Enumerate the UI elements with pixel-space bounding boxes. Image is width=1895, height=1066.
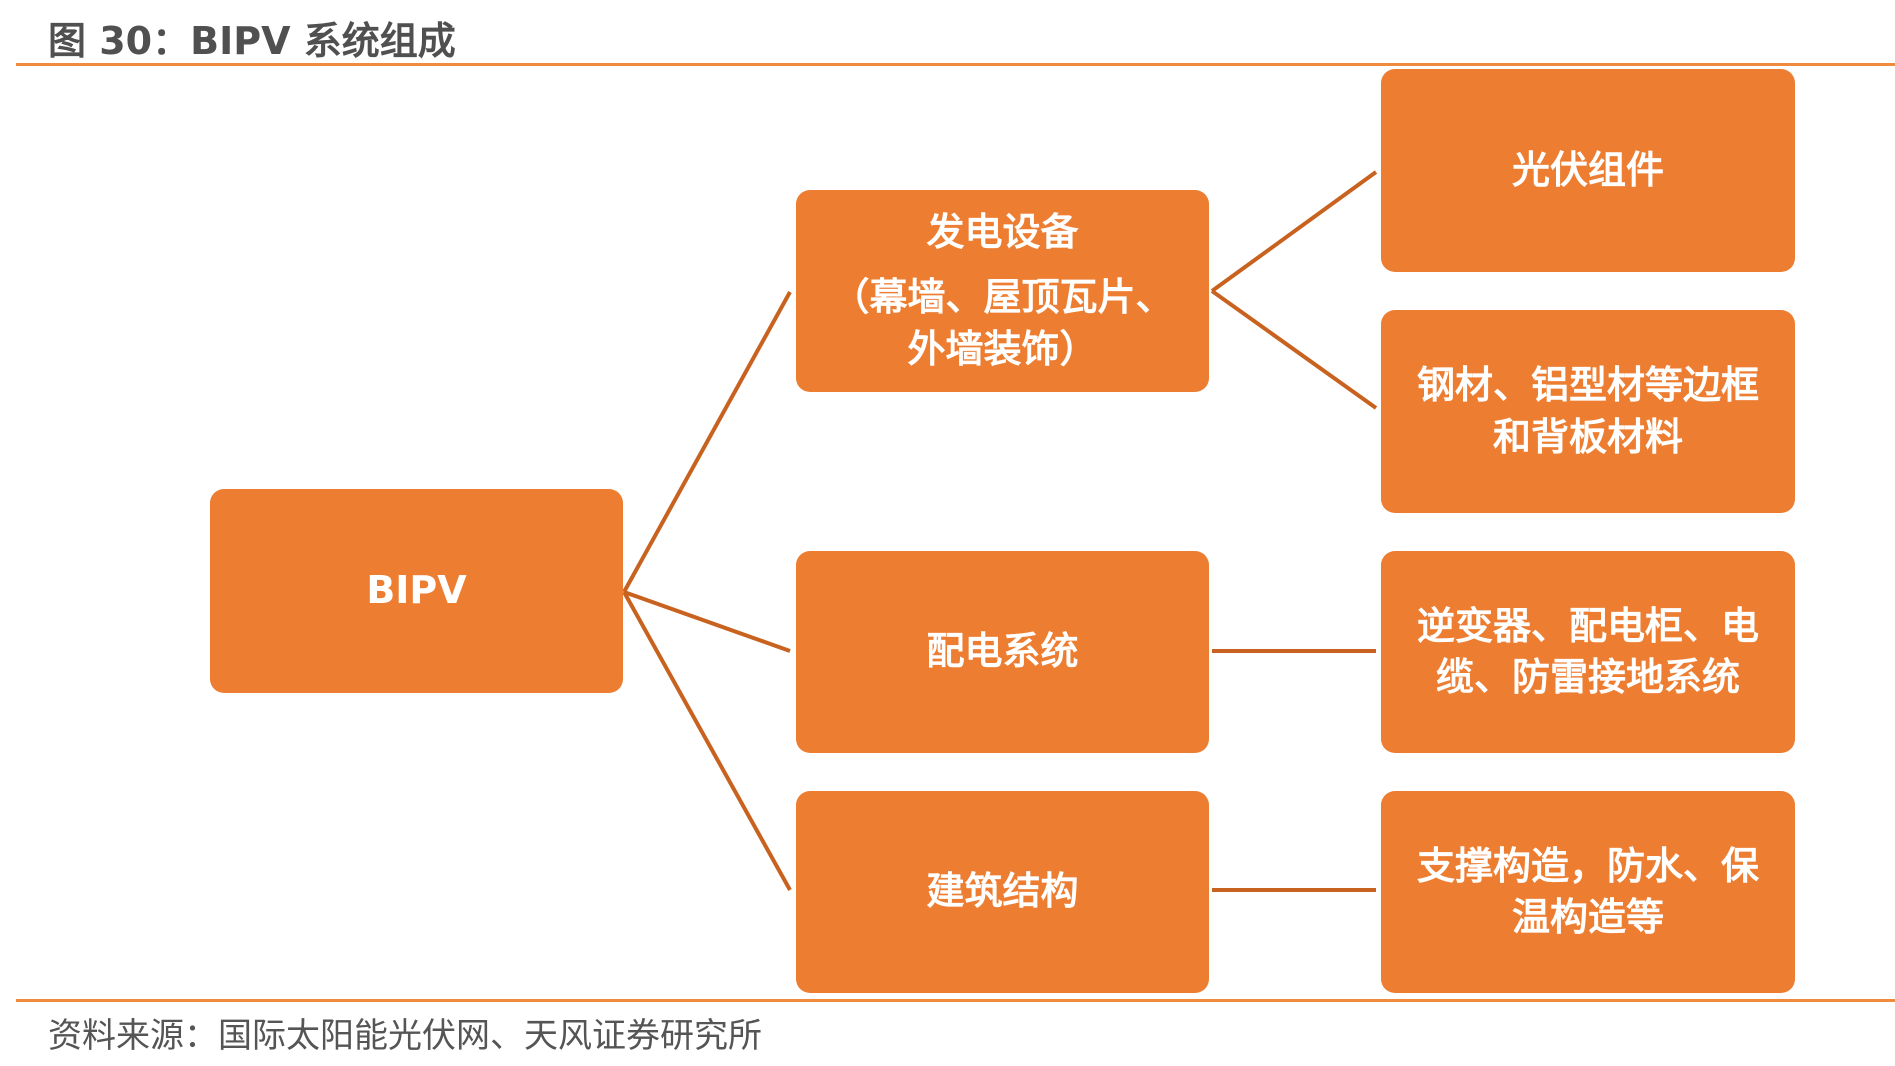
source-note: 资料来源：国际太阳能光伏网、天风证券研究所 — [48, 1016, 762, 1056]
node-label: 配电系统 — [926, 629, 1079, 674]
node-label: 和背板材料 — [1492, 414, 1683, 459]
node-label: 温构造等 — [1511, 895, 1664, 939]
node-support-waterproof: 支撑构造，防水、保温构造等 — [1381, 791, 1795, 993]
node-label: 钢材、铝型材等边框 — [1416, 363, 1759, 408]
node-inverter-cabinet: 逆变器、配电柜、电缆、防雷接地系统 — [1381, 551, 1795, 753]
node-bipv: BIPV — [210, 489, 623, 693]
node-distribution-system: 配电系统 — [796, 551, 1209, 753]
node-label: 逆变器、配电柜、电 — [1416, 603, 1759, 648]
connector-root-structure — [622, 591, 792, 891]
node-label: 光伏组件 — [1511, 147, 1664, 192]
figure-title: 图 30：BIPV 系统组成 — [48, 19, 456, 63]
node-frame-materials: 钢材、铝型材等边框和背板材料 — [1381, 310, 1795, 513]
connector-power-frames — [1210, 289, 1378, 410]
node-pv-modules: 光伏组件 — [1381, 69, 1795, 272]
node-power-equipment: 发电设备 （幕墙、屋顶瓦片、 外墙装饰） — [796, 190, 1209, 392]
node-building-structure: 建筑结构 — [796, 791, 1209, 993]
connector-root-power — [622, 291, 792, 593]
node-label: 发电设备 — [926, 210, 1079, 255]
node-label: BIPV — [366, 568, 467, 613]
node-label: 缆、防雷接地系统 — [1435, 655, 1740, 699]
node-label: 支撑构造，防水、保 — [1416, 843, 1759, 888]
bottom-divider — [16, 999, 1895, 1002]
top-divider — [16, 63, 1895, 66]
node-label: 外墙装饰） — [907, 326, 1098, 371]
connector-root-distribution — [623, 590, 791, 653]
node-label: （幕墙、屋顶瓦片、 — [831, 275, 1174, 320]
node-label: 建筑结构 — [926, 869, 1079, 914]
connector-power-modules — [1210, 170, 1378, 293]
